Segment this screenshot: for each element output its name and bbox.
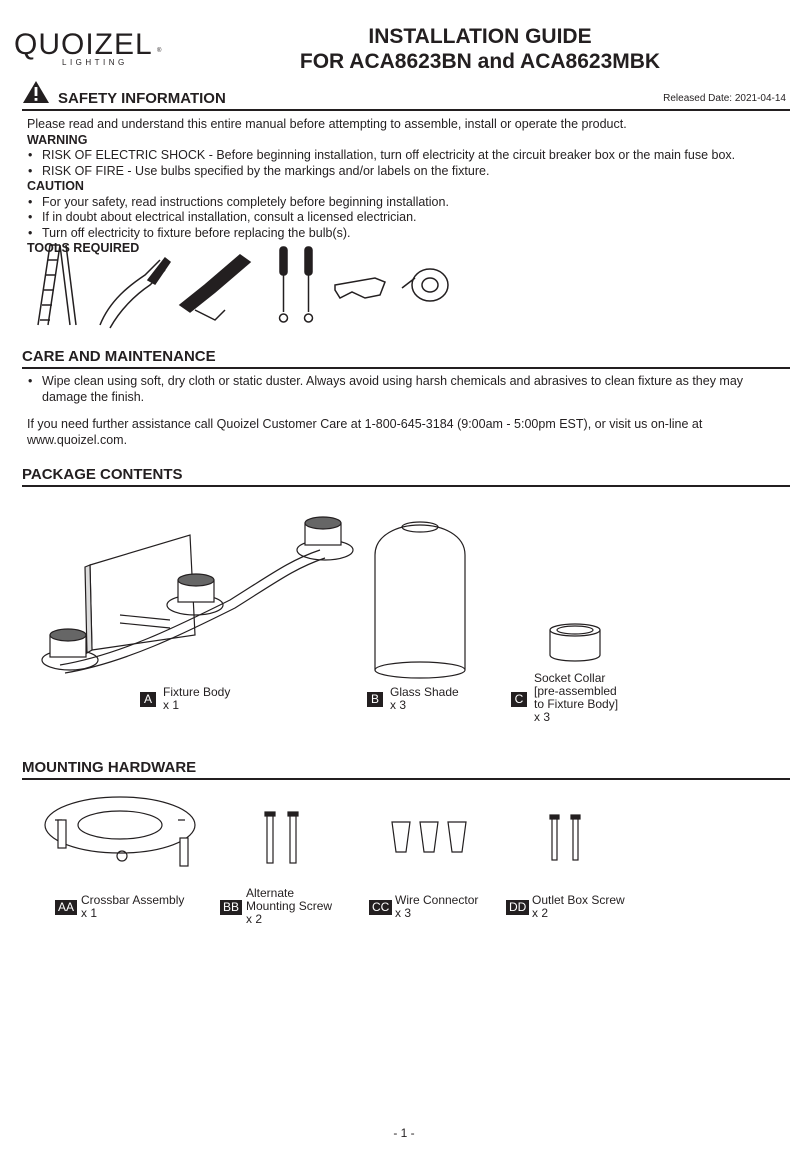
item-name: Outlet Box Screw (532, 893, 625, 907)
warning-label: WARNING (27, 132, 88, 147)
caution-item: Turn off electricity to fixture before r… (27, 226, 797, 242)
hardware-illustration (44, 796, 581, 867)
hardware-item-dd: DD Outlet Box Screw x 2 (506, 894, 625, 920)
screwdriver-icon (278, 246, 314, 323)
caution-item: For your safety, read instructions compl… (27, 195, 797, 211)
page-number: - 1 - (393, 1126, 415, 1140)
package-heading: PACKAGE CONTENTS (22, 466, 790, 487)
outlet-box-screw-drawing (549, 814, 581, 861)
item-code: BB (220, 900, 243, 915)
hardware-item-cc: CC Wire Connector x 3 (369, 894, 478, 920)
item-code: CC (369, 900, 393, 915)
item-qty: x 2 (246, 912, 263, 926)
item-name: Wire Connector (395, 893, 479, 907)
item-qty: x 1 (81, 906, 98, 920)
item-qty: x 3 (534, 710, 551, 724)
fixture-body-drawing (41, 516, 354, 674)
safety-glasses-icon (334, 277, 386, 299)
item-code: AA (55, 900, 78, 915)
item-name: to Fixture Body] (534, 697, 619, 711)
pliers-icon (99, 256, 172, 329)
item-code: C (511, 692, 527, 707)
hardware-heading: MOUNTING HARDWARE (22, 759, 790, 780)
safety-intro: Please read and understand this entire m… (27, 117, 627, 131)
safety-body: Please read and understand this entire m… (27, 117, 797, 257)
hardware-item-aa: AA Crossbar Assembly x 1 (55, 894, 184, 920)
item-qty: x 1 (163, 698, 180, 712)
warning-item: RISK OF ELECTRIC SHOCK - Before beginnin… (27, 148, 797, 164)
tools-illustration (37, 244, 449, 329)
care-heading: CARE AND MAINTENANCE (22, 348, 790, 369)
package-illustration (41, 516, 601, 679)
caution-label: CAUTION (27, 179, 84, 193)
safety-heading-text: SAFETY INFORMATION (58, 90, 226, 107)
registered-mark: ® (157, 48, 162, 54)
socket-collar-drawing (549, 623, 601, 662)
assist-line-1: If you need further assistance call Quoi… (27, 417, 703, 431)
wire-connector-drawing (391, 821, 467, 853)
glass-shade-drawing (374, 521, 466, 679)
item-name: Crossbar Assembly (81, 893, 185, 907)
hardware-item-bb: BB Alternate Mounting Screw x 2 (220, 887, 332, 926)
care-heading-text: CARE AND MAINTENANCE (22, 348, 216, 365)
warning-item: RISK OF FIRE - Use bulbs specified by th… (27, 164, 797, 180)
tape-icon (401, 268, 449, 302)
item-code: DD (506, 900, 530, 915)
hardware-heading-text: MOUNTING HARDWARE (22, 759, 197, 776)
released-date: Released Date: 2021-04-14 (663, 93, 786, 104)
safety-heading: SAFETY INFORMATION (22, 90, 790, 111)
item-name: [pre-assembled (534, 684, 617, 698)
warning-icon (23, 81, 49, 103)
item-qty: x 3 (395, 906, 412, 920)
item-qty: x 3 (390, 698, 407, 712)
mounting-screw-drawing (264, 811, 299, 864)
item-name: Fixture Body (163, 685, 231, 699)
package-item-c: C Socket Collar [pre-assembled to Fixtur… (511, 672, 618, 724)
ladder-icon (37, 244, 77, 326)
crossbar-drawing (44, 796, 196, 867)
package-heading-text: PACKAGE CONTENTS (22, 466, 183, 483)
assist-line-2: www.quoizel.com. (27, 432, 128, 447)
package-item-a: A Fixture Body x 1 (140, 686, 230, 712)
caution-item: If in doubt about electrical installatio… (27, 210, 797, 226)
item-name: Mounting Screw (246, 899, 333, 913)
item-name: Socket Collar (534, 671, 606, 685)
brand-logo: QUOIZEL (14, 28, 153, 61)
title-line-2: FOR ACA8623BN and ACA8623MBK (299, 50, 661, 73)
care-body: Wipe clean using soft, dry cloth or stat… (27, 374, 789, 448)
title-line-1: INSTALLATION GUIDE (368, 25, 592, 48)
item-code: A (140, 692, 156, 707)
item-code: B (367, 692, 383, 707)
care-item: Wipe clean using soft, dry cloth or stat… (27, 374, 789, 405)
item-qty: x 2 (532, 906, 549, 920)
brand-subtitle: LIGHTING (62, 58, 128, 67)
item-name: Glass Shade (390, 685, 459, 699)
item-name: Alternate (246, 886, 295, 900)
wire-stripper-icon (178, 254, 252, 321)
document-title: INSTALLATION GUIDE FOR ACA8623BN and ACA… (290, 24, 670, 74)
package-item-b: B Glass Shade x 3 (367, 686, 459, 712)
